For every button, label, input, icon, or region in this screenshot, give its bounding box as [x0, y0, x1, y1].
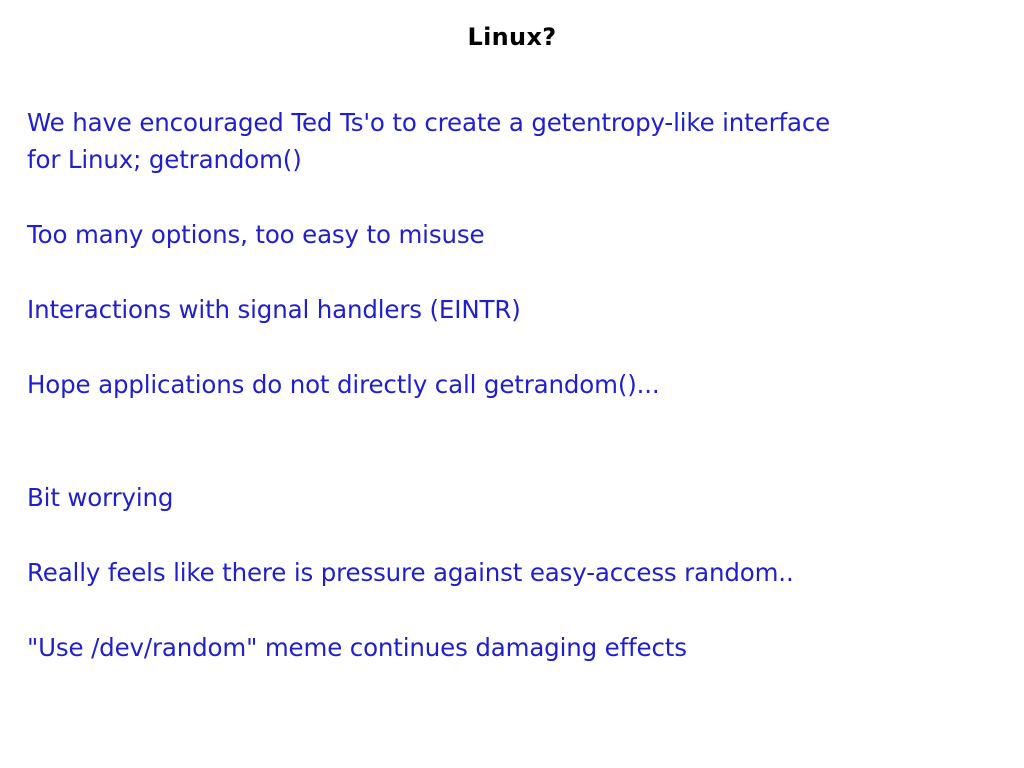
body-paragraph-3: Interactions with signal handlers (EINTR… — [27, 295, 521, 324]
body-paragraph-7: "Use /dev/random" meme continues damagin… — [27, 633, 687, 662]
body-paragraph-4: Hope applications do not directly call g… — [27, 370, 660, 399]
body-paragraph-1: We have encouraged Ted Ts'o to create a … — [27, 108, 831, 174]
body-paragraph-6: Really feels like there is pressure agai… — [27, 558, 794, 587]
slide-body: We have encouraged Ted Ts'o to create a … — [27, 104, 997, 666]
paragraph-spacer — [27, 591, 997, 629]
body-paragraph-5: Bit worrying — [27, 483, 174, 512]
body-paragraph-2: Too many options, too easy to misuse — [27, 220, 485, 249]
page-title: Linux? — [467, 23, 557, 51]
paragraph-spacer — [27, 328, 997, 366]
paragraph-spacer — [27, 253, 997, 291]
paragraph-spacer — [27, 516, 997, 554]
paragraph-spacer — [27, 178, 997, 216]
paragraph-spacer-large — [27, 403, 997, 479]
